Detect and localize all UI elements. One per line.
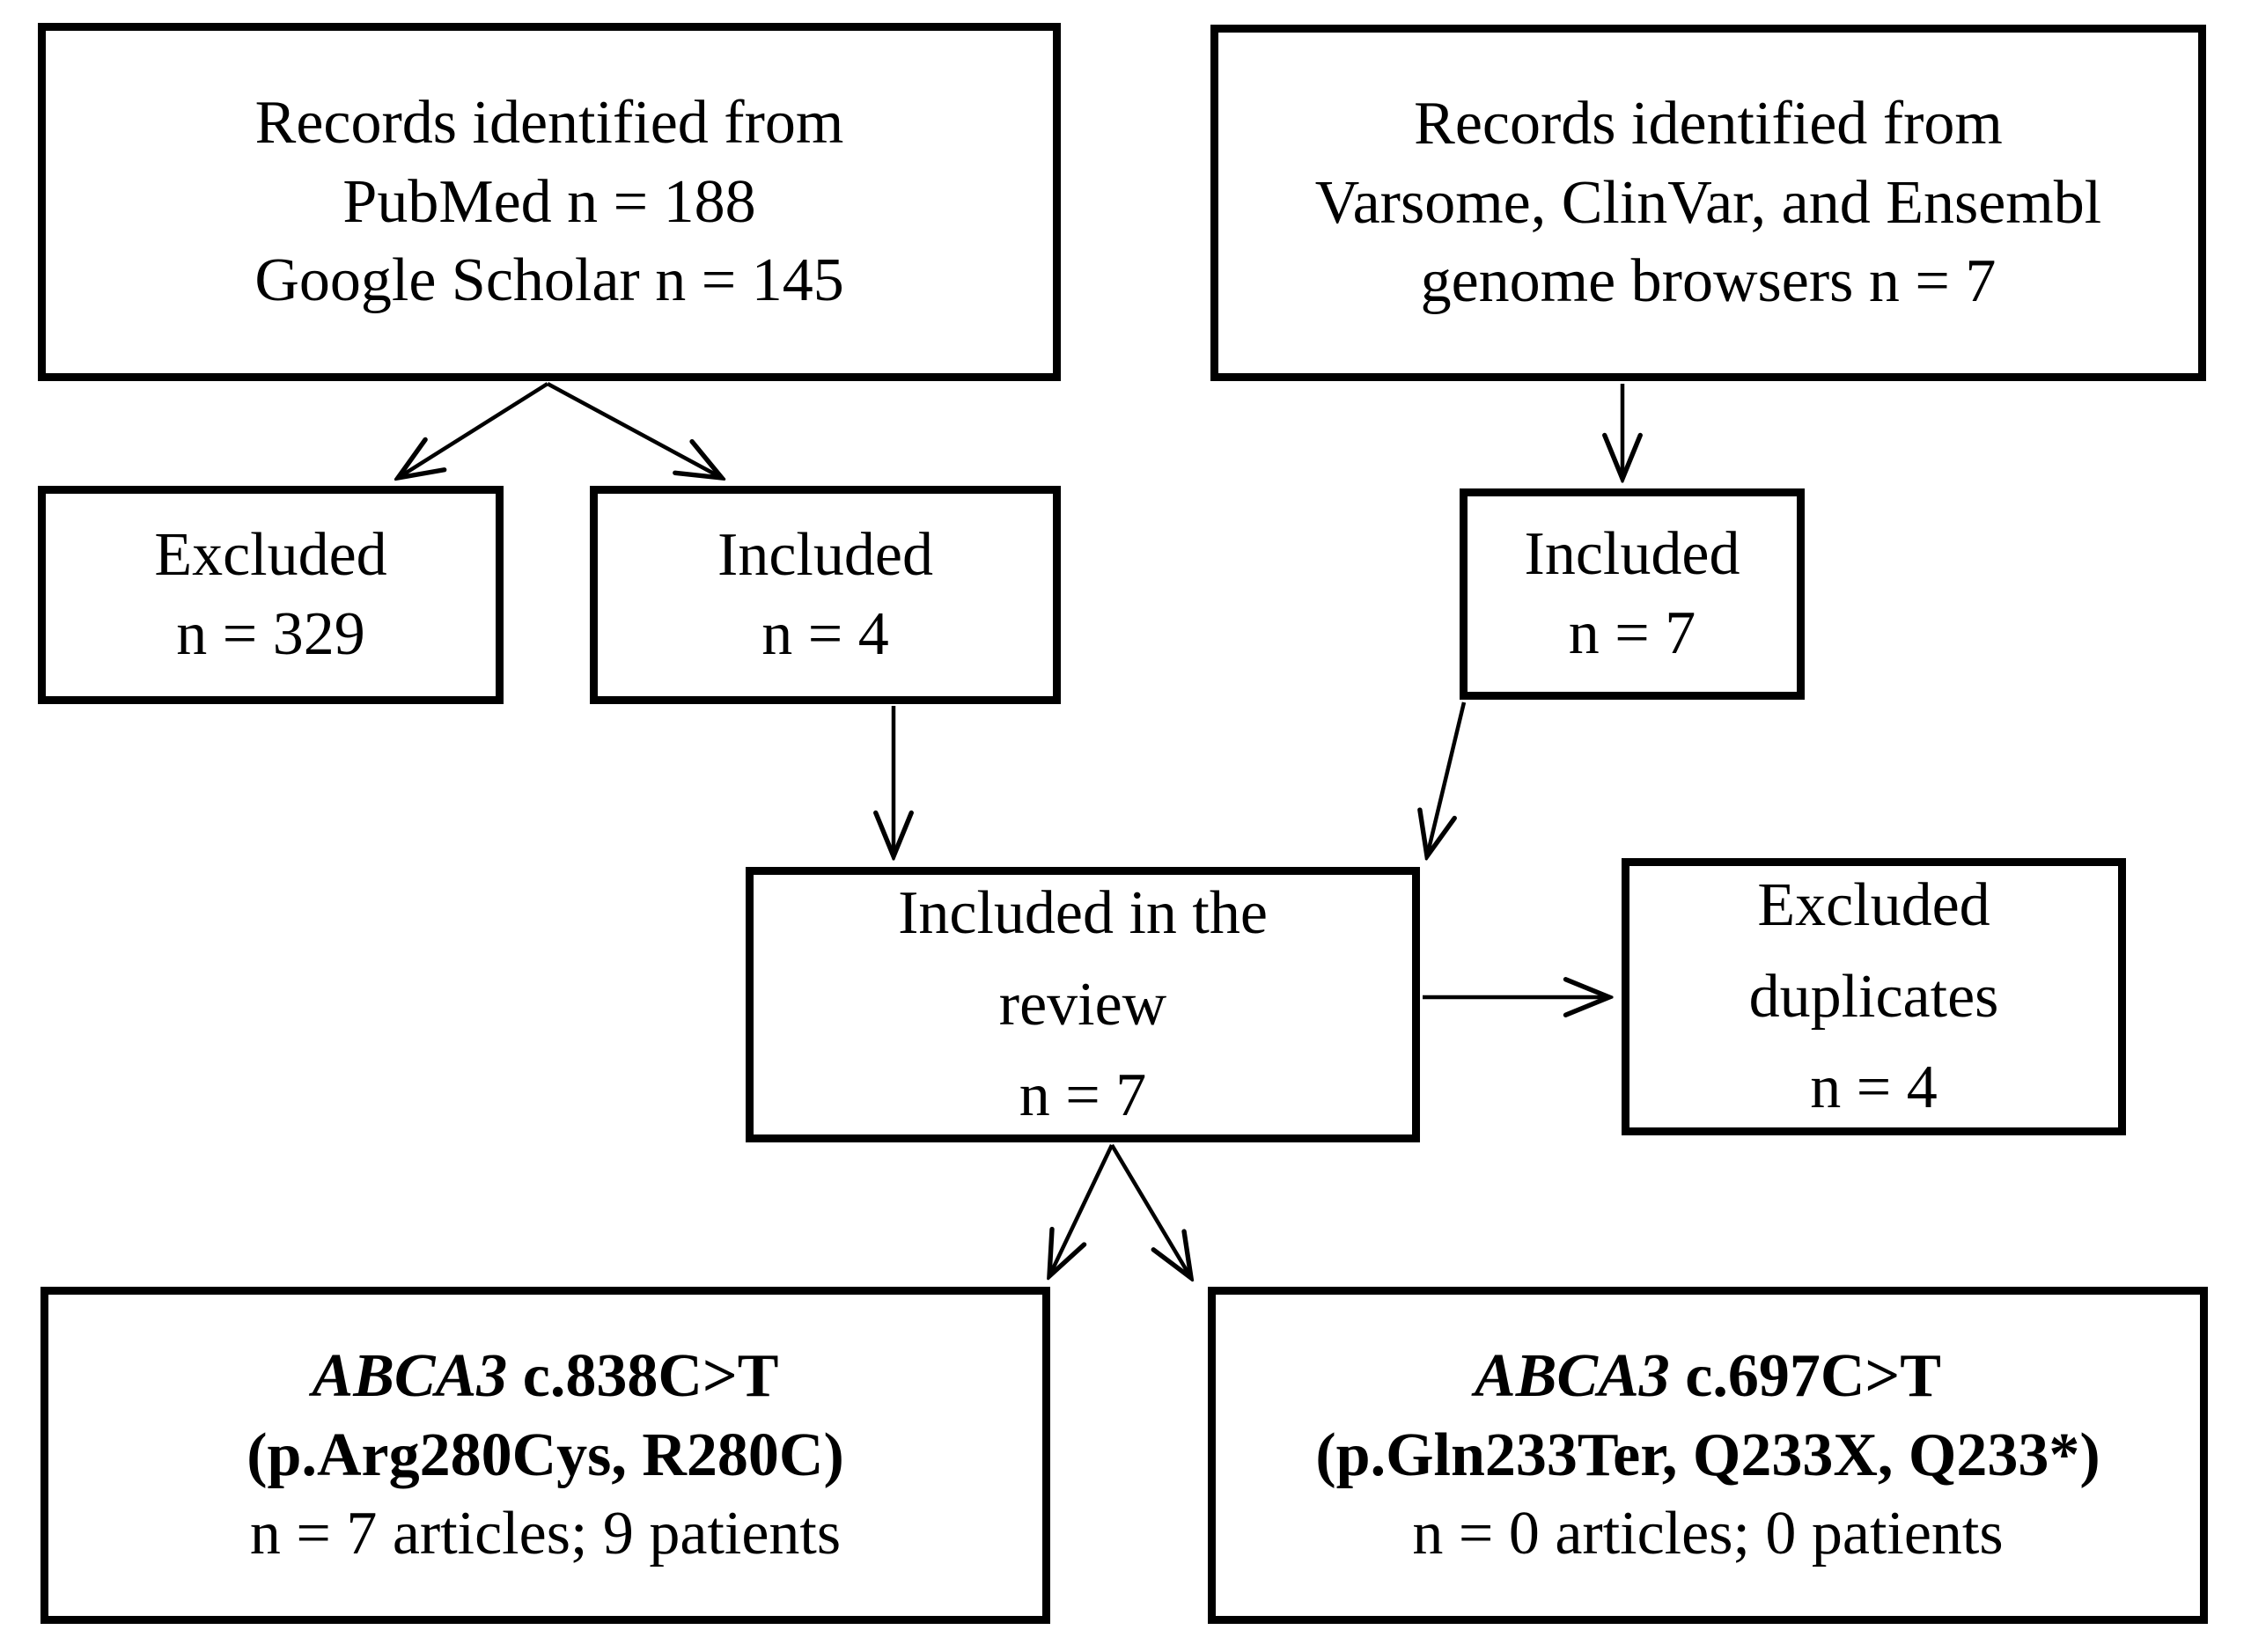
box-included-databases: Included n = 7 (1460, 488, 1805, 700)
box-text-line: n = 7 (1019, 1061, 1147, 1130)
box-text-line: PubMed n = 188 (342, 167, 756, 236)
arrow-review-to-q233x (1110, 1143, 1191, 1278)
box-text-line: genome browsers n = 7 (1420, 247, 1997, 316)
mutation-code: c.697C>T (1669, 1342, 1941, 1411)
box-text-line: Records identified from (254, 89, 844, 158)
box-excluded-initial: Excluded n = 329 (38, 486, 504, 704)
box-text-line: review (998, 970, 1167, 1039)
box-variant-r280c: ABCA3 c.838C>T (p.Arg280Cys, R280C) n = … (40, 1287, 1050, 1624)
box-included-review: Included in the review n = 7 (746, 867, 1420, 1142)
box-excluded-duplicates: Excluded duplicates n = 4 (1622, 858, 2126, 1135)
protein-change-line: (p.Gln233Ter, Q233X, Q233*) (1315, 1421, 2100, 1489)
arrow-included-databases-to-review (1427, 701, 1467, 856)
protein-change-line: (p.Arg280Cys, R280C) (246, 1421, 844, 1489)
box-text-line: Included (717, 521, 933, 590)
box-text-line: Records identified from (1414, 90, 2003, 158)
box-text-line: n = 4 (1810, 1054, 1938, 1122)
arrow-literature-to-included (546, 382, 722, 478)
arrow-literature-to-excluded (398, 382, 549, 478)
box-text-line: Varsome, ClinVar, and Ensembl (1314, 168, 2102, 237)
box-variant-q233x: ABCA3 c.697C>T (p.Gln233Ter, Q233X, Q233… (1208, 1287, 2208, 1624)
box-text-line: Excluded (1757, 871, 1990, 940)
variant-title-line: ABCA3 c.838C>T (313, 1337, 779, 1416)
gene-symbol: ABCA3 (1475, 1342, 1670, 1411)
box-records-literature: Records identified from PubMed n = 188 G… (38, 23, 1061, 381)
counts-line: n = 0 articles; 0 patients (1412, 1500, 2004, 1568)
box-text-line: Google Scholar n = 145 (254, 246, 844, 315)
box-text-line: Included (1524, 520, 1740, 589)
variant-title-line: ABCA3 c.697C>T (1475, 1337, 1941, 1416)
gene-symbol: ABCA3 (312, 1342, 508, 1411)
mutation-code: c.838C>T (507, 1342, 779, 1411)
box-text-line: n = 7 (1568, 599, 1696, 667)
box-text-line: Included in the (898, 879, 1268, 948)
box-records-genome-browsers: Records identified from Varsome, ClinVar… (1210, 25, 2206, 381)
box-text-line: n = 329 (176, 600, 365, 668)
box-text-line: n = 4 (761, 600, 889, 668)
box-text-line: Excluded (154, 521, 387, 590)
counts-line: n = 7 articles; 9 patients (249, 1500, 842, 1568)
box-included-literature: Included n = 4 (590, 486, 1061, 704)
box-text-line: duplicates (1748, 962, 1999, 1031)
arrow-review-to-r280c (1049, 1144, 1114, 1276)
